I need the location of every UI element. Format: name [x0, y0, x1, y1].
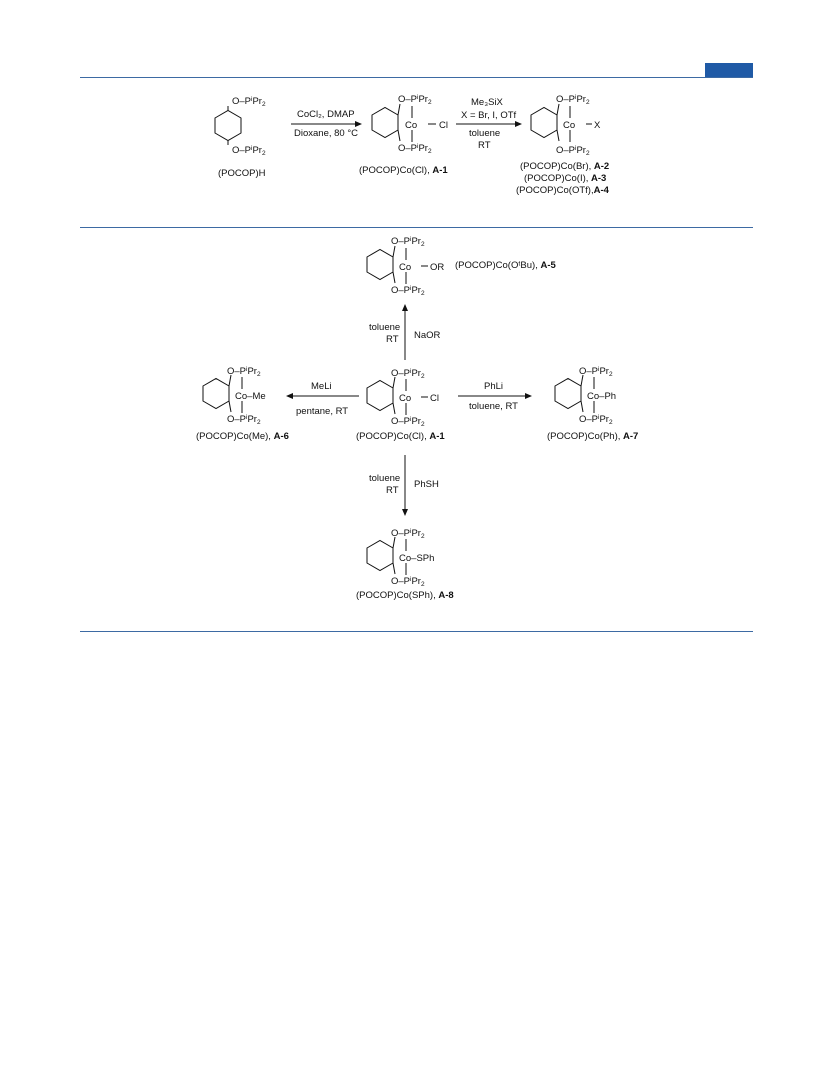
ligand-x: X [594, 120, 601, 131]
molecule-a2-a4 [530, 103, 592, 142]
ligand-or: OR [430, 262, 444, 273]
right-conditions: toluene, RT [469, 401, 518, 412]
co-atom: Co [563, 120, 575, 131]
svg-text:O–PiPr2: O–PiPr2 [232, 145, 266, 157]
down-reagent: PhSH [414, 479, 439, 490]
molecule-a7 [554, 374, 595, 413]
co-atom: Co–Me [235, 391, 266, 402]
co-atom: Co [405, 120, 417, 131]
svg-text:O–PiPr2: O–PiPr2 [398, 143, 432, 155]
down-solvent: toluene [369, 473, 400, 484]
molecule-pocop-h [214, 106, 242, 145]
co-atom: Co [399, 262, 411, 273]
molecule-a1-scheme1 [371, 103, 436, 142]
product-a3: (POCOP)Co(I), A-3 [524, 173, 606, 184]
svg-text:O–PiPr2: O–PiPr2 [232, 96, 266, 108]
start-label: (POCOP)H [218, 168, 266, 179]
step1-reagents: CoCl₂, DMAP [297, 109, 355, 120]
middle-rule [80, 227, 753, 228]
molecule-a8 [366, 536, 407, 575]
co-atom: Co–SPh [399, 553, 434, 564]
molecule-a5 [366, 245, 428, 284]
product-a7: (POCOP)Co(Ph), A-7 [547, 431, 638, 442]
up-reagent: NaOR [414, 330, 441, 341]
step2-reagents: Me₃SiX [471, 97, 504, 108]
down-temp: RT [386, 485, 399, 496]
product-a8: (POCOP)Co(SPh), A-8 [356, 590, 454, 601]
up-temp: RT [386, 334, 399, 345]
ligand-cl: Cl [430, 393, 439, 404]
svg-text:O–PiPr2: O–PiPr2 [391, 236, 425, 248]
svg-text:O–PiPr2: O–PiPr2 [391, 285, 425, 297]
product-a6: (POCOP)Co(Me), A-6 [196, 431, 289, 442]
step1-conditions: Dioxane, 80 °C [294, 128, 358, 139]
svg-text:O–PiPr2: O–PiPr2 [556, 94, 590, 106]
svg-text:O–PiPr2: O–PiPr2 [579, 366, 613, 378]
svg-text:O–PiPr2: O–PiPr2 [391, 416, 425, 428]
svg-text:O–PiPr2: O–PiPr2 [579, 414, 613, 426]
molecule-a1-center [366, 376, 428, 415]
molecule-a6 [202, 374, 243, 413]
top-rule [80, 77, 753, 78]
molecule-pocop-h-labels: O–PiPr2 O–PiPr2 [232, 96, 266, 157]
step2-solvent: toluene [469, 128, 500, 139]
left-conditions: pentane, RT [296, 406, 348, 417]
left-reagent: MeLi [311, 381, 332, 392]
up-solvent: toluene [369, 322, 400, 333]
svg-text:O–PiPr2: O–PiPr2 [391, 576, 425, 588]
bottom-rule [80, 631, 753, 632]
co-atom: Co–Ph [587, 391, 616, 402]
product-a4: (POCOP)Co(OTf),A-4 [516, 185, 610, 196]
svg-text:O–PiPr2: O–PiPr2 [391, 368, 425, 380]
svg-text:O–PiPr2: O–PiPr2 [398, 94, 432, 106]
right-reagent: PhLi [484, 381, 503, 392]
svg-text:O–PiPr2: O–PiPr2 [391, 528, 425, 540]
step2-temp: RT [478, 140, 491, 151]
co-atom: Co [399, 393, 411, 404]
product-a5: (POCOP)Co(OᵗBu), A-5 [455, 260, 557, 271]
center-label: (POCOP)Co(Cl), A-1 [356, 431, 445, 442]
page-tab [705, 63, 753, 77]
product-a2: (POCOP)Co(Br), A-2 [520, 161, 609, 172]
svg-text:O–PiPr2: O–PiPr2 [556, 145, 590, 157]
step2-x: X = Br, I, OTf [461, 110, 517, 121]
a1-label-scheme1: (POCOP)Co(Cl), A-1 [359, 165, 448, 176]
svg-text:O–PiPr2: O–PiPr2 [227, 366, 261, 378]
ligand-cl: Cl [439, 120, 448, 131]
svg-text:O–PiPr2: O–PiPr2 [227, 414, 261, 426]
